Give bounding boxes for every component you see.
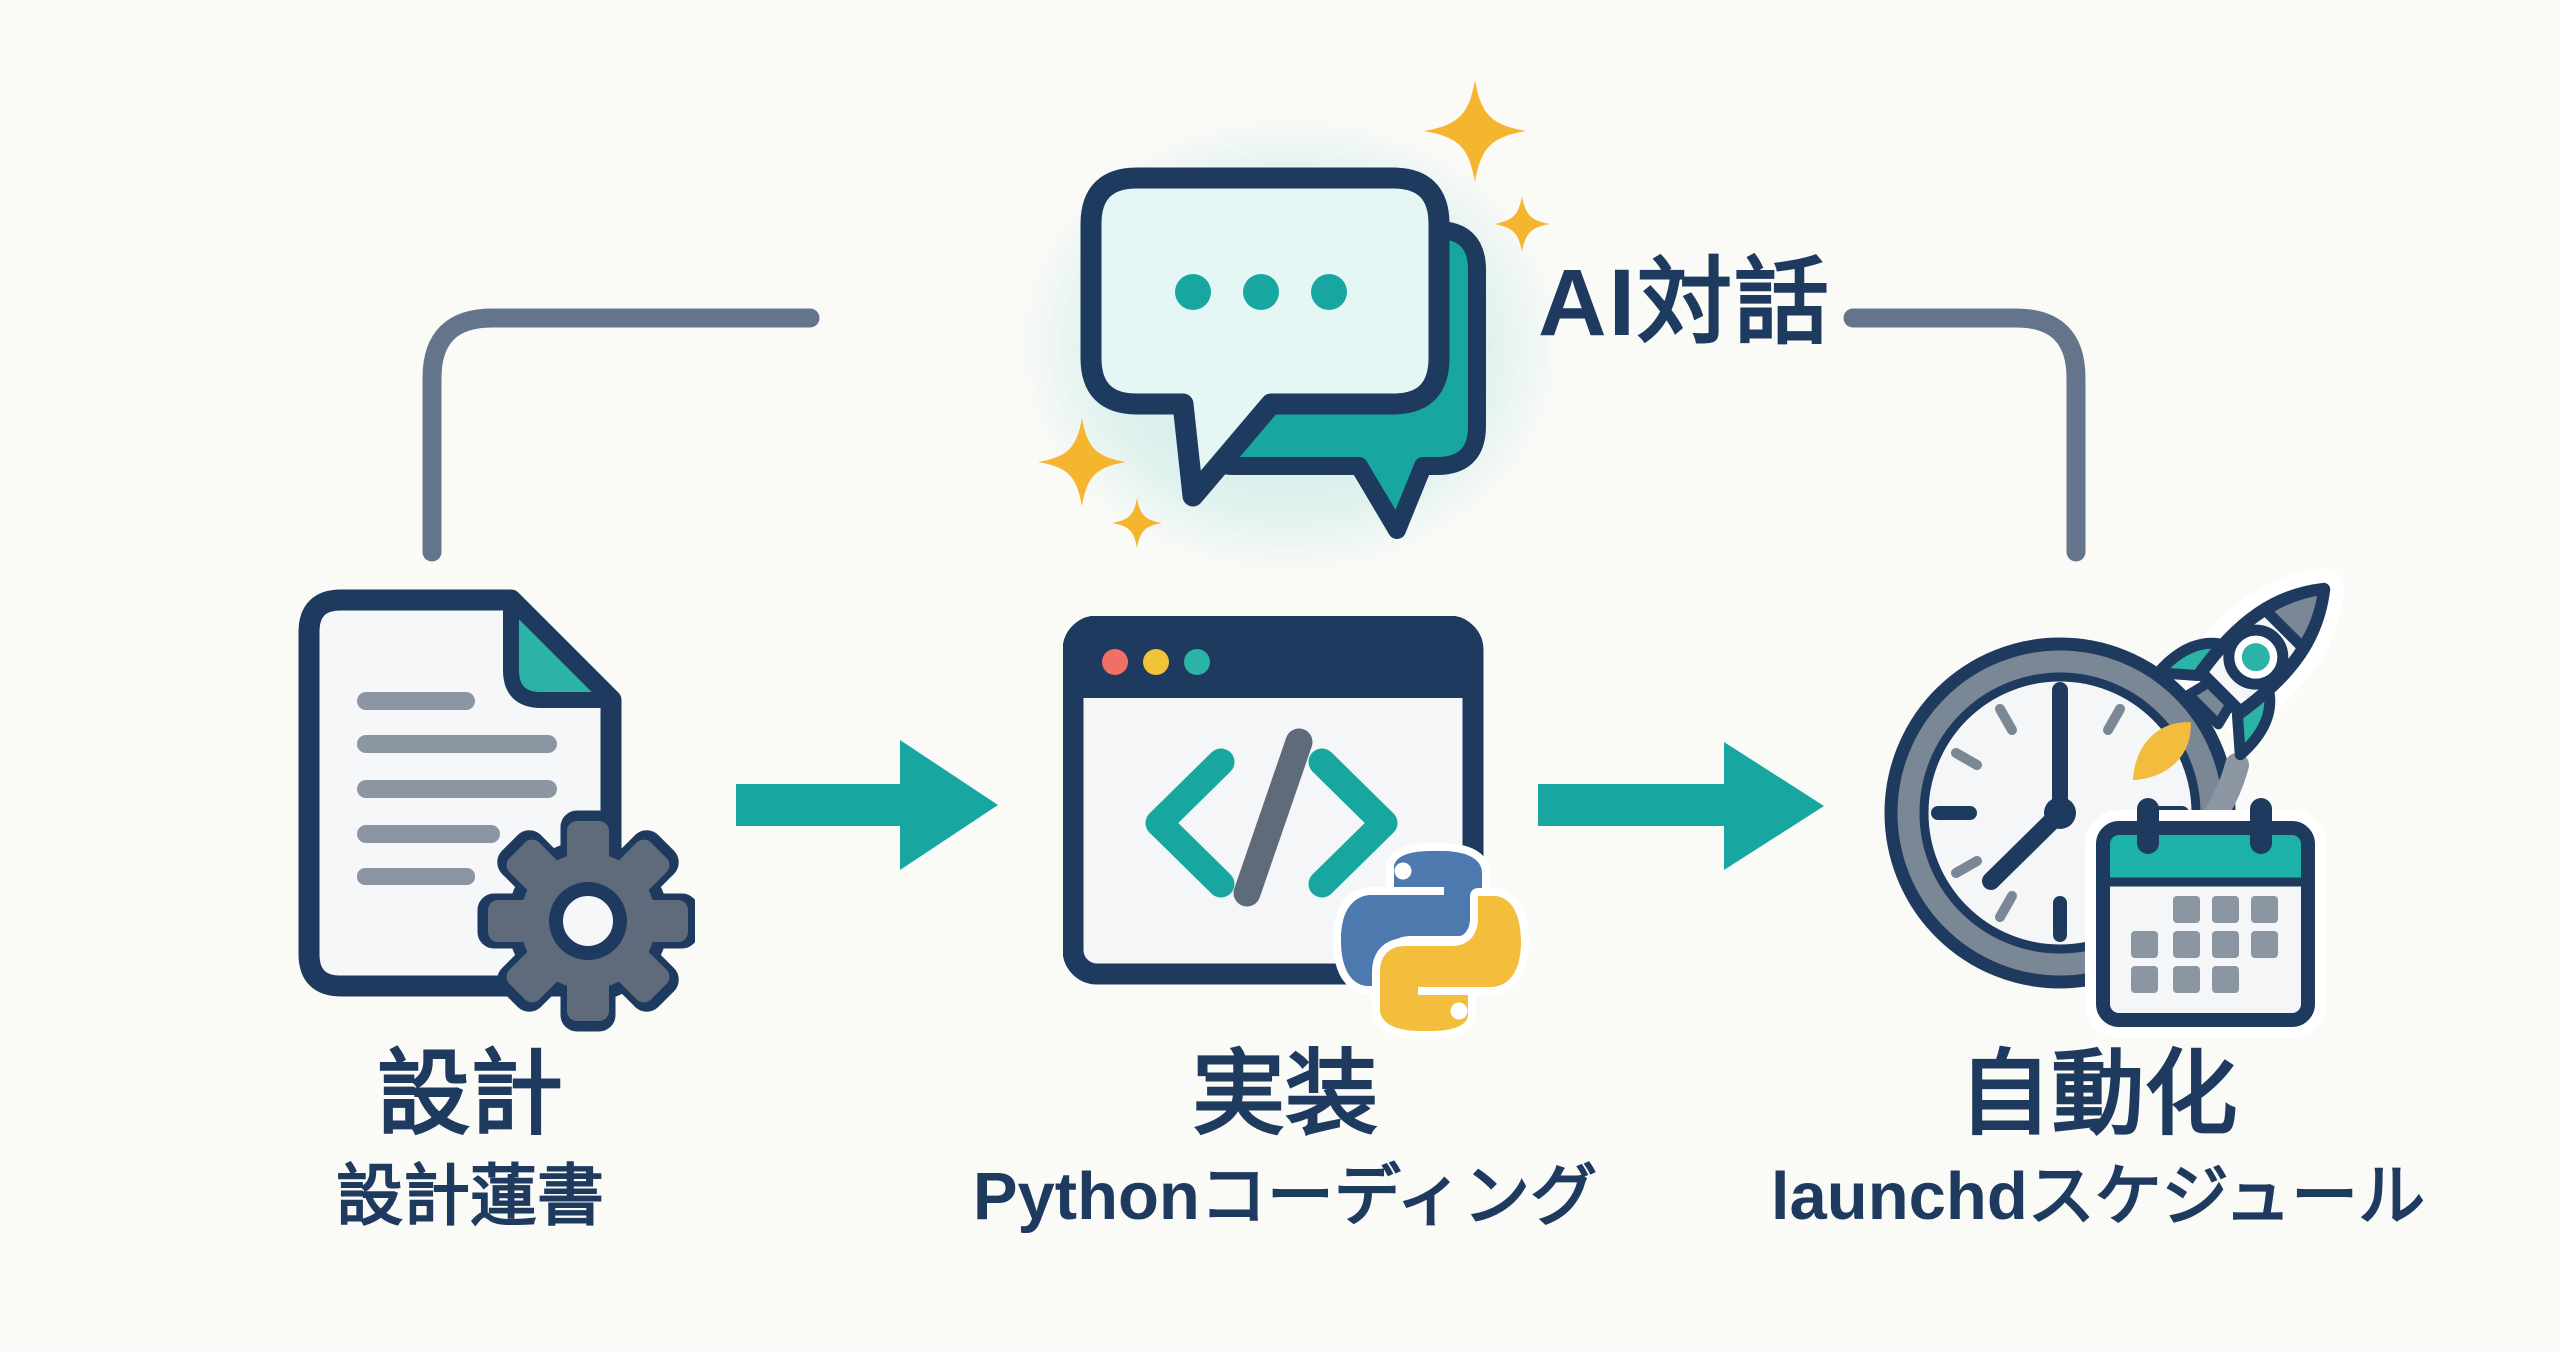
sparkle-icon bbox=[1038, 418, 1126, 506]
sparkle-icon bbox=[1494, 196, 1550, 252]
python-logo-icon bbox=[1333, 843, 1529, 1039]
step-2-label: 実装 Pythonコーディング bbox=[972, 1042, 1598, 1234]
step-2-title: 実装 bbox=[1191, 1042, 1378, 1146]
window-control-dots bbox=[1102, 649, 1210, 675]
calendar-icon bbox=[2085, 798, 2326, 1038]
typing-dots bbox=[1175, 274, 1347, 310]
document-fold-corner bbox=[503, 592, 619, 708]
step-1-label: 設計 設計蓮書 bbox=[336, 1042, 604, 1234]
gear-icon bbox=[477, 810, 695, 1032]
step-1-title: 設計 bbox=[377, 1042, 563, 1146]
step-3-title: 自動化 bbox=[1958, 1042, 2238, 1146]
calendar-pin bbox=[2250, 798, 2272, 854]
window-title-bar bbox=[1073, 626, 1473, 698]
step-1-subtitle: 設計蓮書 bbox=[336, 1159, 604, 1234]
flow-arrow-icon bbox=[736, 740, 998, 870]
flow-arrow-icon bbox=[1538, 742, 1824, 870]
step-2-subtitle: Pythonコーディング bbox=[972, 1159, 1598, 1234]
connector-right bbox=[1843, 308, 2086, 562]
code-window-python-icon bbox=[1063, 616, 1529, 1039]
rocket-icon bbox=[2132, 568, 2345, 781]
sparkle-icon bbox=[1112, 498, 1162, 548]
calendar-pin bbox=[2137, 798, 2159, 854]
rocket-flame bbox=[2132, 722, 2191, 781]
code-brackets-icon bbox=[1145, 728, 1398, 907]
step-3-label: 自動化 launchdスケジュール bbox=[1770, 1042, 2426, 1234]
connector-left bbox=[422, 308, 820, 562]
step-3-subtitle: launchdスケジュール bbox=[1770, 1159, 2426, 1234]
document-gear-icon bbox=[298, 589, 695, 1032]
clock-hands bbox=[1982, 682, 2069, 890]
chat-bubbles-icon bbox=[1080, 167, 1486, 539]
ai-node-label: AI対話 bbox=[1538, 250, 1832, 356]
sparkle-icon bbox=[1424, 80, 1526, 182]
document-text-lines bbox=[357, 692, 557, 885]
calendar-grid bbox=[2131, 896, 2278, 993]
clock-rocket-calendar-icon bbox=[1884, 568, 2345, 1038]
chat-bubble-front bbox=[1080, 167, 1450, 507]
